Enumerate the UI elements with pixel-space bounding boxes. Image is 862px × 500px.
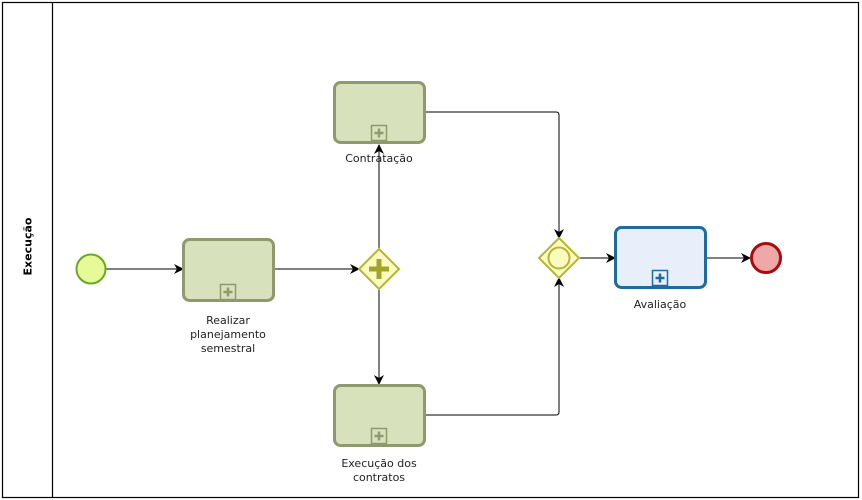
task-planning-label: Realizar planejamento semestral [190, 314, 266, 355]
task-execution[interactable] [333, 384, 426, 447]
task-contracting[interactable] [333, 81, 426, 144]
end-event[interactable] [750, 242, 782, 274]
task-evaluation[interactable] [614, 226, 707, 289]
task-contracting-label: Contratação [345, 152, 413, 165]
sequence-flows [106, 111, 751, 416]
circle-icon [547, 246, 571, 270]
subprocess-marker-icon [219, 283, 237, 301]
subprocess-marker-icon [651, 269, 669, 287]
plus-icon [369, 259, 389, 279]
subprocess-marker-icon [370, 124, 388, 142]
inclusive-gateway[interactable] [537, 236, 581, 280]
flow-execution-to-inclusive[interactable] [425, 277, 564, 416]
task-planning[interactable] [182, 238, 275, 302]
task-execution-label: Execução dos contratos [341, 457, 417, 484]
start-event[interactable] [75, 253, 107, 285]
subprocess-marker-icon [370, 427, 388, 445]
lane-label: Execução [21, 217, 35, 276]
task-evaluation-label: Avaliação [633, 298, 687, 311]
flow-contracting-to-inclusive[interactable] [425, 111, 564, 239]
parallel-gateway[interactable] [357, 247, 401, 291]
